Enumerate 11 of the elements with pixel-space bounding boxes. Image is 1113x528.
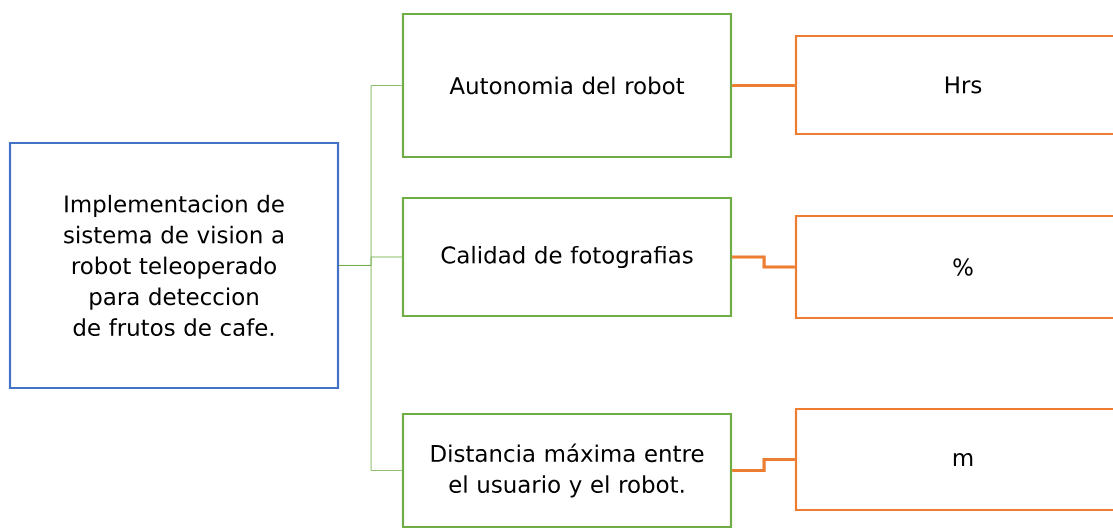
connector-line <box>338 265 403 471</box>
connector-line <box>732 83 795 88</box>
connector-line <box>732 255 795 269</box>
factor-box: Distancia máxima entre el usuario y el robot. <box>401 412 733 528</box>
connector-line <box>732 457 795 473</box>
unit-box: Hrs <box>794 34 1113 136</box>
factor-box: Autonomia del robot <box>401 12 733 159</box>
unit-box: % <box>794 214 1113 320</box>
topic-box: Implementacion de sistema de vision a robot teleoperado para deteccion de frutos de cafe. <box>8 141 340 390</box>
unit-box: m <box>794 407 1113 512</box>
factor-box: Calidad de fotografias <box>401 196 733 318</box>
